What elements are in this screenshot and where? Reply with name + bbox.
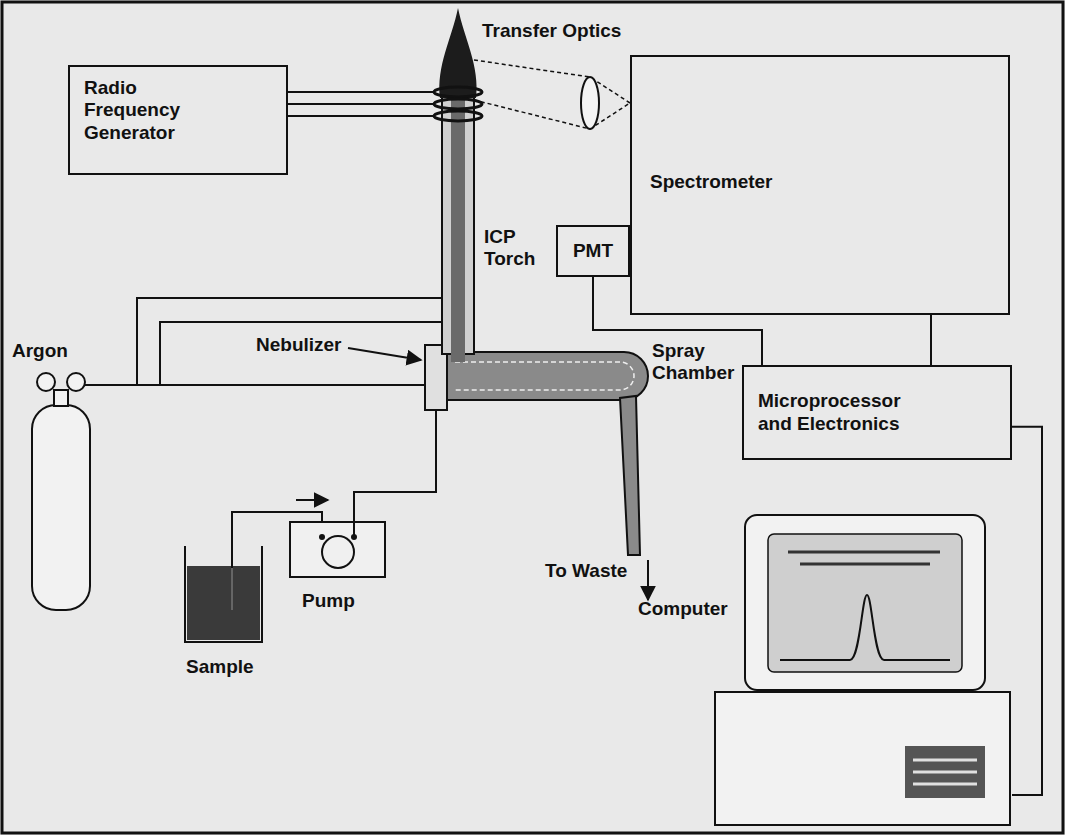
sample-tube-highlight — [232, 568, 233, 610]
part-label: Spray Chamber — [652, 340, 734, 385]
drive-slot — [913, 759, 977, 762]
argon-cylinder — [32, 405, 90, 610]
spectrum-peak — [780, 595, 950, 660]
pump-housing — [290, 522, 385, 577]
sample-liquid — [187, 566, 260, 640]
box-label: Spectrometer — [650, 171, 773, 193]
box-label: Computer — [638, 598, 728, 620]
computer-illustration — [630, 510, 1012, 828]
rf-coil — [434, 111, 482, 121]
cylinder-neck — [54, 390, 68, 406]
text-block: Computer — [638, 598, 728, 620]
part-label: Sample — [186, 656, 254, 678]
waste-arrow — [647, 560, 649, 600]
box-label: Radio Frequency Generator — [84, 77, 180, 144]
light-path — [474, 60, 630, 129]
monitor — [745, 515, 985, 690]
torch-core — [451, 100, 465, 362]
rf-lead — [288, 91, 434, 93]
electronics-box: Microprocessor and Electronics — [742, 365, 1012, 460]
box-label: Microprocessor and Electronics — [758, 390, 930, 435]
spectrometer-box: Spectrometer — [630, 55, 1010, 315]
feed-tube — [354, 410, 436, 536]
box-label: PMT — [573, 240, 613, 262]
part-label: Argon — [12, 340, 68, 362]
text-block: PMT — [573, 240, 613, 262]
drive-bay — [905, 746, 985, 798]
regulator-gauge — [67, 373, 85, 391]
part-label: To Waste — [545, 560, 627, 582]
regulator-gauge — [37, 373, 55, 391]
pump-fitting — [319, 534, 325, 540]
lens — [581, 77, 599, 129]
rf-lead — [288, 103, 434, 105]
spray-chamber — [447, 352, 648, 400]
rf-coil — [434, 87, 482, 97]
computer-unit: Computer — [630, 510, 1012, 828]
plasma-flame — [439, 8, 476, 98]
flow-arrow — [296, 499, 328, 501]
part-label: Transfer Optics — [482, 20, 621, 42]
text-block: Microprocessor and Electronics — [758, 390, 930, 435]
screen-line — [800, 563, 930, 566]
drive-slot — [913, 783, 977, 786]
drive-slot — [913, 771, 977, 774]
drain-tube — [620, 396, 640, 555]
rf-lead — [288, 115, 434, 117]
screen-line — [788, 551, 940, 554]
signal-wire — [1012, 427, 1042, 795]
spray-chamber-inner — [455, 362, 634, 390]
part-label: ICP Torch — [484, 226, 535, 271]
part-label: Pump — [302, 590, 355, 612]
part-label: Nebulizer — [256, 334, 342, 356]
detector-box: PMT — [556, 225, 630, 277]
leader-arrow — [348, 348, 421, 360]
argon-line — [85, 298, 442, 385]
pump-roller — [322, 536, 354, 568]
generator-box: Radio Frequency Generator — [68, 65, 288, 175]
computer-base — [715, 692, 1010, 825]
text-block: Spectrometer — [650, 171, 773, 193]
screen — [768, 534, 962, 672]
beaker — [185, 546, 262, 642]
text-block: Radio Frequency Generator — [84, 77, 180, 144]
signal-wire — [930, 315, 932, 365]
